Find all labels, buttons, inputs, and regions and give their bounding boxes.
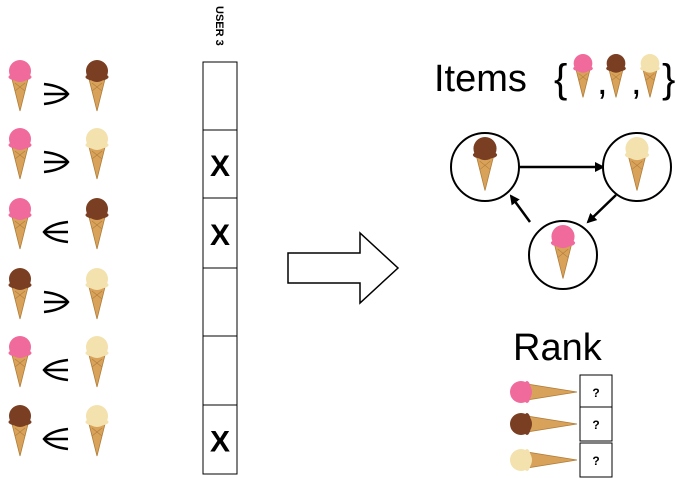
items-header: Items { , , }: [434, 54, 675, 103]
items-label: Items: [434, 58, 527, 100]
items-close-brace: }: [662, 57, 675, 101]
rank-value: ?: [592, 418, 599, 432]
rank-chocolate-cone-icon: [510, 413, 577, 435]
pair-left-strawberry-cone-icon: [8, 336, 31, 387]
graph-node-strawberry: [529, 221, 597, 289]
pair-right-chocolate-cone-icon: [85, 60, 108, 111]
user-label: USER 3: [213, 6, 225, 46]
preference-pair: [8, 60, 108, 111]
user-cell-mark: X: [210, 426, 230, 459]
rank-value: ?: [592, 386, 599, 400]
preference-pair: [8, 268, 108, 319]
user-cell-mark: X: [210, 150, 230, 183]
preference-pair: [8, 336, 108, 387]
user-column: USER 3 X X X: [203, 6, 237, 474]
rank-row: ?: [510, 407, 612, 441]
preference-pair: [8, 128, 108, 179]
transform-arrow: [288, 233, 398, 303]
relation-prec-symbol: [44, 429, 68, 449]
pair-right-chocolate-cone-icon: [85, 198, 108, 249]
items-separator-1: ,: [597, 61, 608, 103]
pair-left-strawberry-cone-icon: [8, 128, 31, 179]
pair-right-vanilla-cone-icon: [85, 336, 108, 387]
rank-strawberry-cone-icon: [510, 381, 577, 403]
items-open-brace: {: [554, 57, 567, 101]
rank-row: ?: [510, 375, 612, 409]
preference-graph: [451, 133, 671, 289]
preference-pair: [8, 405, 108, 456]
relation-prec-symbol: [44, 222, 68, 242]
items-strawberry-cone-icon: [573, 54, 593, 97]
pair-left-strawberry-cone-icon: [8, 198, 31, 249]
rank-row: ?: [510, 443, 612, 477]
rank-vanilla-cone-icon: [510, 449, 577, 471]
relation-prec-symbol: [44, 360, 68, 380]
pair-right-vanilla-cone-icon: [85, 268, 108, 319]
user-cell-mark: X: [210, 219, 230, 252]
rank-value: ?: [592, 454, 599, 468]
preference-pairs: [8, 60, 108, 456]
items-separator-2: ,: [631, 61, 642, 103]
relation-succ-symbol: [44, 292, 68, 312]
edge-strawberry-to-chocolate: [511, 196, 530, 222]
pair-left-strawberry-cone-icon: [8, 60, 31, 111]
items-chocolate-cone-icon: [606, 54, 626, 97]
rank-title: Rank: [513, 327, 603, 369]
rank-section: Rank ???: [510, 327, 612, 477]
pair-left-chocolate-cone-icon: [8, 268, 31, 319]
relation-succ-symbol: [44, 152, 68, 172]
graph-node-chocolate: [451, 133, 519, 201]
relation-succ-symbol: [44, 84, 68, 104]
pair-right-vanilla-cone-icon: [85, 405, 108, 456]
pair-right-vanilla-cone-icon: [85, 128, 108, 179]
items-vanilla-cone-icon: [640, 54, 660, 97]
pair-left-chocolate-cone-icon: [8, 405, 31, 456]
preference-pair: [8, 198, 108, 249]
graph-node-vanilla: [603, 133, 671, 201]
edge-vanilla-to-strawberry: [588, 195, 616, 222]
